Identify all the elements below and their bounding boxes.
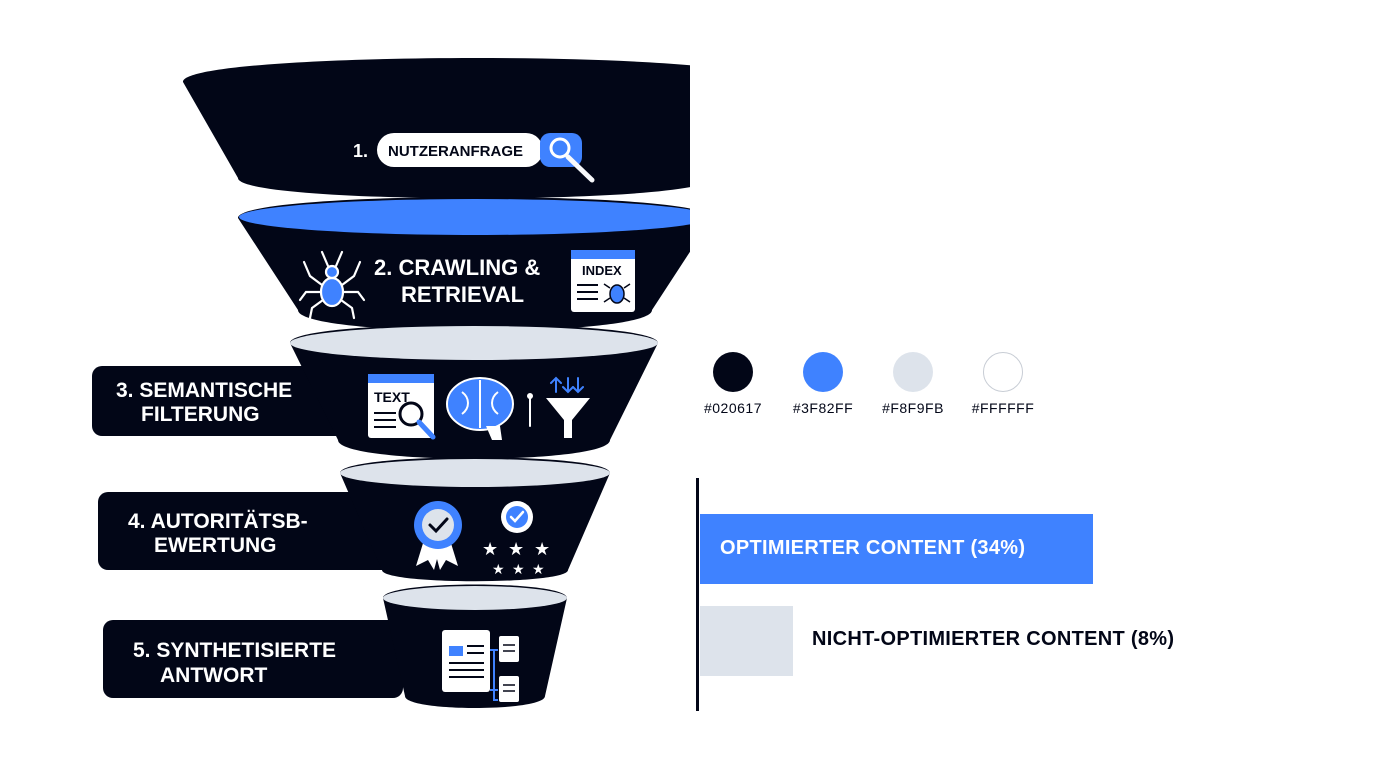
verified-check-icon	[501, 501, 533, 533]
search-field	[377, 133, 543, 167]
stage-1-number: 1.	[353, 141, 368, 161]
swatch-dot	[803, 352, 843, 392]
star-rating-icon: ★ ★ ★ ★ ★ ★	[482, 539, 550, 577]
svg-text:★: ★	[532, 561, 545, 577]
svg-text:★: ★	[512, 561, 525, 577]
swatch-dot	[983, 352, 1023, 392]
stage-2-label-line2: RETRIEVAL	[401, 282, 524, 307]
funnel-stage-2: INDEX 2. CRAWLING & RETRIEVAL	[238, 197, 690, 331]
stage-5-label-line2: ANTWORT	[160, 664, 267, 687]
stage-5-label-box	[103, 620, 403, 698]
stage-2-label-line1: 2. CRAWLING &	[374, 255, 540, 280]
funnel-stage-4: ★ ★ ★ ★ ★ ★ 4. AUTORITÄTSB- EWERTUNG	[98, 457, 610, 582]
svg-text:★: ★	[492, 561, 505, 577]
swatch-hex: #020617	[703, 400, 762, 416]
award-badge-icon	[414, 501, 462, 570]
bar-optimized-content: OPTIMIERTER CONTENT (34%)	[700, 514, 1093, 584]
funnel-stage-5: 5. SYNTHETISIERTE ANTWORT	[103, 584, 567, 708]
stage-4-label-box	[98, 492, 410, 570]
funnel-stage-3: TEXT 3. SEMANTISCHE FILTERUNG	[92, 324, 658, 459]
swatch-white: #FFFFFF	[958, 352, 1048, 416]
swatch-hex: #F8F9FB	[882, 400, 944, 416]
swatch-hex: #FFFFFF	[971, 400, 1035, 416]
funnel-stage-1: 1. NUTZERANFRAGE	[183, 58, 690, 199]
search-icon	[549, 137, 595, 183]
bar-non-optimized-label: NICHT-OPTIMIERTER CONTENT (8%)	[812, 628, 1175, 650]
stage-3-label-line1: 3. SEMANTISCHE	[116, 379, 292, 402]
swatch-hex: #3F82FF	[792, 400, 854, 416]
index-badge: INDEX	[582, 263, 622, 278]
swatch-blue: #3F82FF	[778, 352, 868, 416]
chart-axis	[696, 478, 699, 711]
swatch-dot	[713, 352, 753, 392]
stage-3-label-line2: FILTERUNG	[141, 403, 260, 426]
text-search-icon: TEXT	[368, 374, 436, 440]
svg-text:★: ★	[482, 539, 498, 559]
index-document-icon: INDEX	[571, 250, 635, 312]
sort-arrows-icon	[527, 376, 584, 427]
svg-text:★: ★	[508, 539, 524, 559]
bar-optimized-label: OPTIMIERTER CONTENT (34%)	[720, 537, 1026, 559]
spider-icon	[298, 250, 366, 320]
stage-4-label-line2: EWERTUNG	[154, 534, 277, 557]
content-comparison-chart: OPTIMIERTER CONTENT (34%) NICHT-OPTIMIER…	[696, 478, 1296, 713]
brain-icon	[446, 377, 514, 440]
swatch-light: #F8F9FB	[868, 352, 958, 416]
swatch-dot	[893, 352, 933, 392]
filter-funnel-icon	[546, 398, 590, 438]
funnel-diagram: 1. NUTZERANFRAGE INDEX 2. C	[92, 58, 690, 708]
svg-text:★: ★	[534, 539, 550, 559]
stage-4-label-line1: 4. AUTORITÄTSB-	[128, 510, 308, 533]
swatch-dark: #020617	[688, 352, 778, 416]
stage-1-label: NUTZERANFRAGE	[388, 143, 523, 160]
stage-5-label-line1: 5. SYNTHETISIERTE	[133, 639, 336, 662]
color-palette: #020617 #3F82FF #F8F9FB #FFFFFF	[700, 352, 1040, 422]
documents-icon	[442, 630, 519, 702]
text-badge: TEXT	[374, 389, 410, 405]
bar-non-optimized-content	[700, 606, 793, 676]
